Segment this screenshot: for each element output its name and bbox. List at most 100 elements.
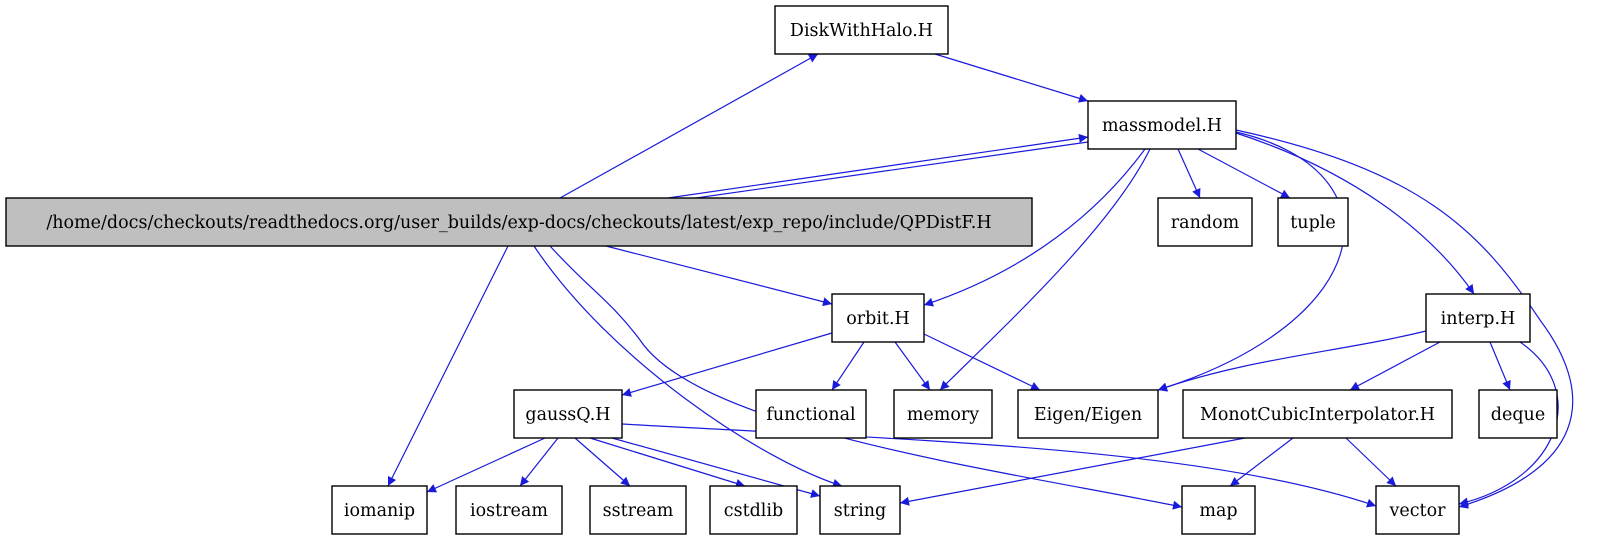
edge-line [923, 148, 1146, 307]
node-label: memory [907, 405, 979, 425]
node-root[interactable]: /home/docs/checkouts/readthedocs.org/use… [5, 197, 1033, 247]
node-box [331, 485, 428, 535]
node-box [755, 389, 867, 439]
node-functional[interactable]: functional [755, 389, 867, 439]
edge-massmodel-to-vector [1235, 129, 1574, 509]
edge-line [387, 245, 509, 487]
edge-line [899, 437, 1246, 506]
edge-line [1157, 330, 1427, 392]
edge-interp-to-eigen [1157, 330, 1427, 392]
node-iostream[interactable]: iostream [455, 485, 563, 535]
node-box [709, 485, 798, 535]
node-sstream[interactable]: sstream [589, 485, 687, 535]
node-monot[interactable]: MonotCubicInterpolator.H [1182, 389, 1453, 439]
node-tuple[interactable]: tuple [1277, 197, 1349, 247]
node-gaussq[interactable]: gaussQ.H [513, 389, 623, 439]
node-box [1182, 389, 1453, 439]
node-box [455, 485, 563, 535]
node-box [819, 485, 901, 535]
node-random[interactable]: random [1157, 197, 1253, 247]
edge-line [1177, 148, 1201, 199]
edge-line [831, 341, 865, 391]
edge-line [1235, 132, 1475, 295]
node-label: Eigen/Eigen [1034, 405, 1142, 425]
node-label: MonotCubicInterpolator.H [1200, 405, 1435, 425]
edge-massmodel-to-orbit [923, 148, 1146, 307]
edge-root-to-orbit [605, 245, 833, 307]
node-diskwithhalo[interactable]: DiskWithHalo.H [774, 5, 949, 55]
node-cstdlib[interactable]: cstdlib [709, 485, 798, 535]
edge-line [667, 141, 1089, 206]
node-label: map [1199, 501, 1237, 521]
edge-line [1229, 437, 1294, 487]
edge-line [1349, 341, 1441, 391]
node-label: DiskWithHalo.H [790, 21, 933, 41]
edge-line [533, 245, 843, 488]
node-deque[interactable]: deque [1478, 389, 1558, 439]
edge-line [1157, 131, 1345, 392]
node-map[interactable]: map [1181, 485, 1256, 535]
edge-line [574, 437, 631, 487]
edge-line [519, 437, 559, 487]
node-label: interp.H [1441, 309, 1516, 329]
node-label: functional [766, 405, 856, 425]
node-orbit[interactable]: orbit.H [831, 293, 925, 343]
node-box [1375, 485, 1460, 535]
node-massmodel[interactable]: massmodel.H [1087, 100, 1237, 150]
edge-root-to-iomanip [387, 245, 509, 487]
node-label: massmodel.H [1102, 116, 1222, 136]
edge-line [934, 53, 1089, 103]
edge-massmodel-to-root [667, 141, 1089, 206]
node-label: orbit.H [846, 309, 910, 329]
node-box [513, 389, 623, 439]
node-box [893, 389, 993, 439]
edge-line [923, 333, 1041, 391]
node-box [1181, 485, 1256, 535]
edge-line [1489, 341, 1511, 391]
edge-gaussq-to-iomanip [426, 437, 546, 493]
edge-massmodel-to-eigen [1157, 131, 1345, 392]
node-iomanip[interactable]: iomanip [331, 485, 428, 535]
node-label: string [834, 501, 886, 521]
node-label: cstdlib [724, 501, 783, 521]
edge-line [667, 133, 1089, 199]
node-box [831, 293, 925, 343]
edge-diskwithhalo-to-massmodel [934, 53, 1089, 103]
edge-gaussq-to-sstream [574, 437, 631, 487]
edge-monot-to-map [1229, 437, 1294, 487]
node-vector[interactable]: vector [1375, 485, 1460, 535]
edge-gaussq-to-iostream [519, 437, 559, 487]
node-label: iostream [470, 501, 548, 521]
edge-gaussq-to-cstdlib [589, 437, 746, 488]
node-string[interactable]: string [819, 485, 901, 535]
edge-orbit-to-eigen [923, 333, 1041, 391]
node-label: deque [1491, 405, 1545, 425]
edges [387, 53, 1574, 510]
edge-line [605, 245, 833, 307]
edge-orbit-to-gaussq [621, 332, 833, 397]
node-box [589, 485, 687, 535]
edge-interp-to-monot [1349, 341, 1441, 391]
node-box [1425, 293, 1531, 343]
node-box [1157, 197, 1253, 247]
edge-line [589, 437, 746, 488]
nodes: /home/docs/checkouts/readthedocs.org/use… [5, 5, 1558, 535]
edge-root-to-map [549, 245, 1183, 510]
edge-root-to-massmodel [667, 133, 1089, 199]
edge-root-to-string [533, 245, 843, 488]
node-label: gaussQ.H [525, 405, 610, 425]
node-memory[interactable]: memory [893, 389, 993, 439]
node-box [5, 197, 1033, 247]
node-interp[interactable]: interp.H [1425, 293, 1531, 343]
node-label: random [1171, 213, 1240, 233]
edge-orbit-to-memory [894, 341, 931, 391]
node-label: sstream [603, 501, 674, 521]
node-box [774, 5, 949, 55]
edge-line [426, 437, 546, 493]
edge-monot-to-string [899, 437, 1246, 506]
edge-line [1345, 437, 1397, 487]
node-eigen[interactable]: Eigen/Eigen [1017, 389, 1159, 439]
edge-line [621, 332, 833, 397]
node-box [1087, 100, 1237, 150]
